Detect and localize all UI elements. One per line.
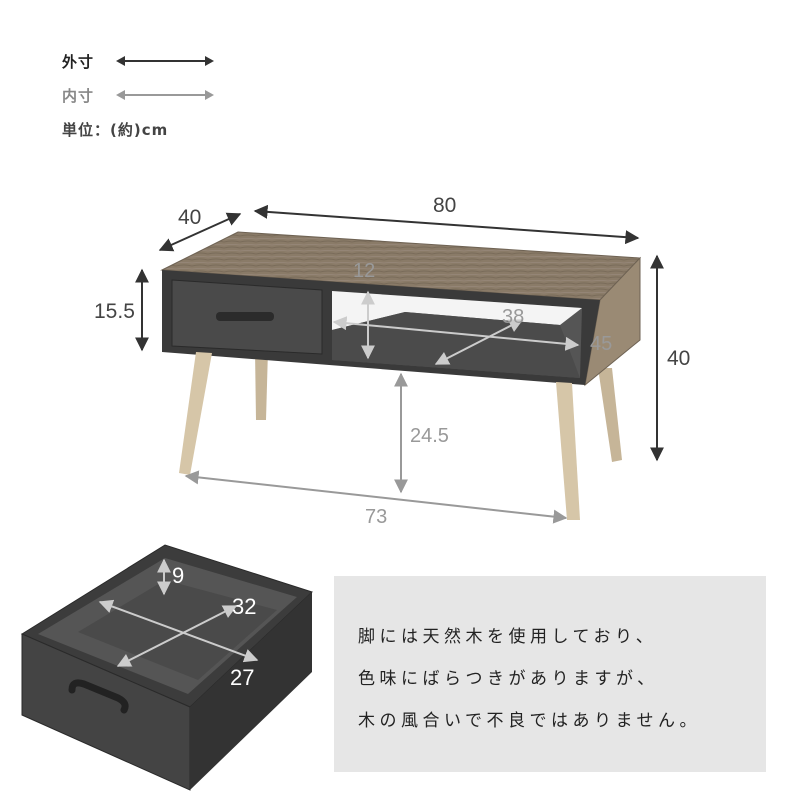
- back-left-leg: [255, 350, 268, 420]
- depth-label: 40: [178, 206, 201, 229]
- total-height-label: 40: [667, 347, 690, 370]
- shelf-width-label: 38: [502, 306, 524, 328]
- legend-inner: 内寸: [62, 78, 214, 112]
- drawer-height-label: 15.5: [94, 300, 135, 323]
- shelf-depth-arrow: [434, 319, 524, 365]
- front-left-leg: [179, 352, 212, 475]
- back-right-leg: [598, 368, 622, 462]
- drawer-inner-depth-arrow: [116, 605, 238, 667]
- legend-outer: 外寸: [62, 44, 214, 78]
- inner-arrow-icon: [116, 90, 214, 100]
- width-label: 80: [433, 194, 456, 217]
- drawer-side: [190, 592, 312, 790]
- note-line-3: 木の風合いで不良ではありません。: [358, 711, 701, 731]
- shelf-height-label: 12: [353, 260, 375, 282]
- width-arrow: [253, 204, 640, 245]
- note-line-1: 脚には天然木を使用しており、: [358, 627, 658, 647]
- clearance-label: 24.5: [410, 425, 449, 447]
- legend: 外寸 内寸 単位：(約)cm: [62, 44, 214, 146]
- drawer-inner-depth-label: 27: [230, 665, 254, 690]
- note-line-2: 色味にばらつきがありますが、: [358, 669, 659, 689]
- front-right-leg: [556, 382, 580, 520]
- depth-arrow: [158, 212, 242, 252]
- legend-outer-label: 外寸: [62, 52, 95, 71]
- outer-arrow-icon: [116, 56, 214, 66]
- leg-span-arrow: [184, 470, 568, 524]
- drawer-handle-icon: [216, 312, 274, 321]
- legend-unit: 単位：(約)cm: [62, 112, 168, 146]
- note-box: 脚には天然木を使用しており、 色味にばらつきがありますが、 木の風合いで不良では…: [334, 576, 766, 772]
- unit-label: 単位：(約)cm: [62, 120, 169, 139]
- leg-span-label: 73: [365, 506, 387, 528]
- legend-inner-label: 内寸: [62, 86, 95, 105]
- drawer-inner-height-label: 9: [172, 563, 184, 588]
- drawer-detail-handle-icon: [68, 679, 129, 714]
- drawer-inner-width-label: 32: [232, 594, 256, 619]
- shelf-depth-label: 45: [590, 333, 612, 355]
- drawer-detail: 9 32 27: [20, 544, 313, 791]
